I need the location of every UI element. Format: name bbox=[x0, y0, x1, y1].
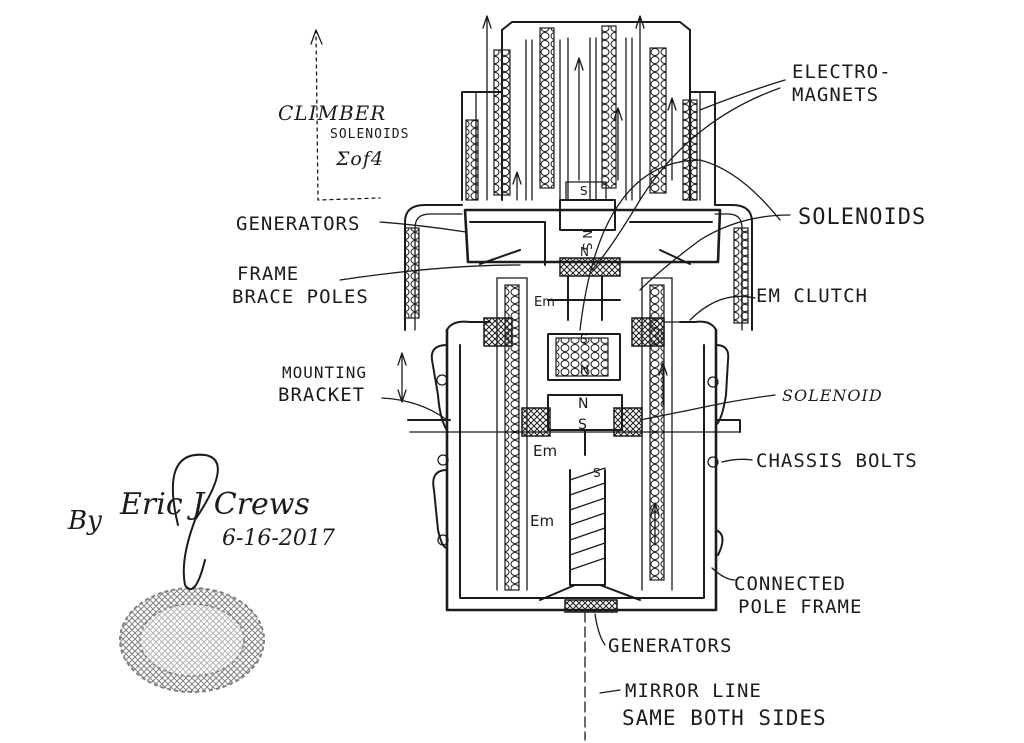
label-generators-top: GENERATORS bbox=[236, 213, 361, 235]
label-generators-bottom: GENERATORS bbox=[608, 635, 733, 657]
label-mounting: MOUNTING bbox=[282, 363, 368, 382]
label-connected: CONNECTED bbox=[734, 573, 846, 595]
notary-stamp bbox=[119, 587, 265, 693]
title-line-2: SOLENOIDS bbox=[330, 127, 410, 142]
label-frame: FRAME bbox=[237, 263, 300, 285]
label-chassis-bolts: CHASSIS BOLTS bbox=[756, 450, 918, 472]
label-solenoid: SOLENOID bbox=[782, 386, 883, 405]
inner-em-low: Em bbox=[530, 512, 555, 530]
pole-frame bbox=[397, 275, 741, 741]
label-solenoids: SOLENOIDS bbox=[798, 205, 927, 230]
label-electro: ELECTRO- bbox=[792, 61, 892, 83]
inner-s-screw: S bbox=[593, 466, 601, 480]
label-brace-poles: BRACE POLES bbox=[232, 286, 369, 308]
label-bracket: BRACKET bbox=[278, 384, 366, 406]
inner-s-lower: S bbox=[578, 417, 587, 433]
leader-lines bbox=[339, 79, 791, 694]
title-frame bbox=[310, 29, 381, 201]
inner-n-top: N bbox=[580, 245, 589, 259]
title-line-3: Σof4 bbox=[336, 148, 384, 170]
label-mirror-line: MIRROR LINE bbox=[625, 680, 762, 702]
inner-n-mid: N bbox=[580, 363, 589, 377]
inner-s-mid: S bbox=[580, 332, 588, 346]
signature-date: 6-16-2017 bbox=[222, 526, 335, 551]
inner-em-upper: Em bbox=[534, 295, 555, 310]
label-magnets: MAGNETS bbox=[792, 84, 880, 106]
label-same-both-sides: SAME BOTH SIDES bbox=[622, 706, 827, 730]
inner-em-mid: Em bbox=[533, 442, 558, 460]
label-pole-frame: POLE FRAME bbox=[738, 596, 863, 618]
frame-brace-poles bbox=[404, 204, 753, 331]
top-assembly bbox=[461, 15, 722, 277]
signature-by: By bbox=[68, 506, 102, 536]
label-em-clutch: EM CLUTCH bbox=[756, 285, 868, 307]
inner-s-top: S bbox=[580, 184, 588, 198]
title-line-1: CLIMBER bbox=[278, 101, 387, 125]
signature-name: Eric J Crews bbox=[120, 487, 310, 522]
inner-n-lower: N bbox=[578, 396, 589, 412]
